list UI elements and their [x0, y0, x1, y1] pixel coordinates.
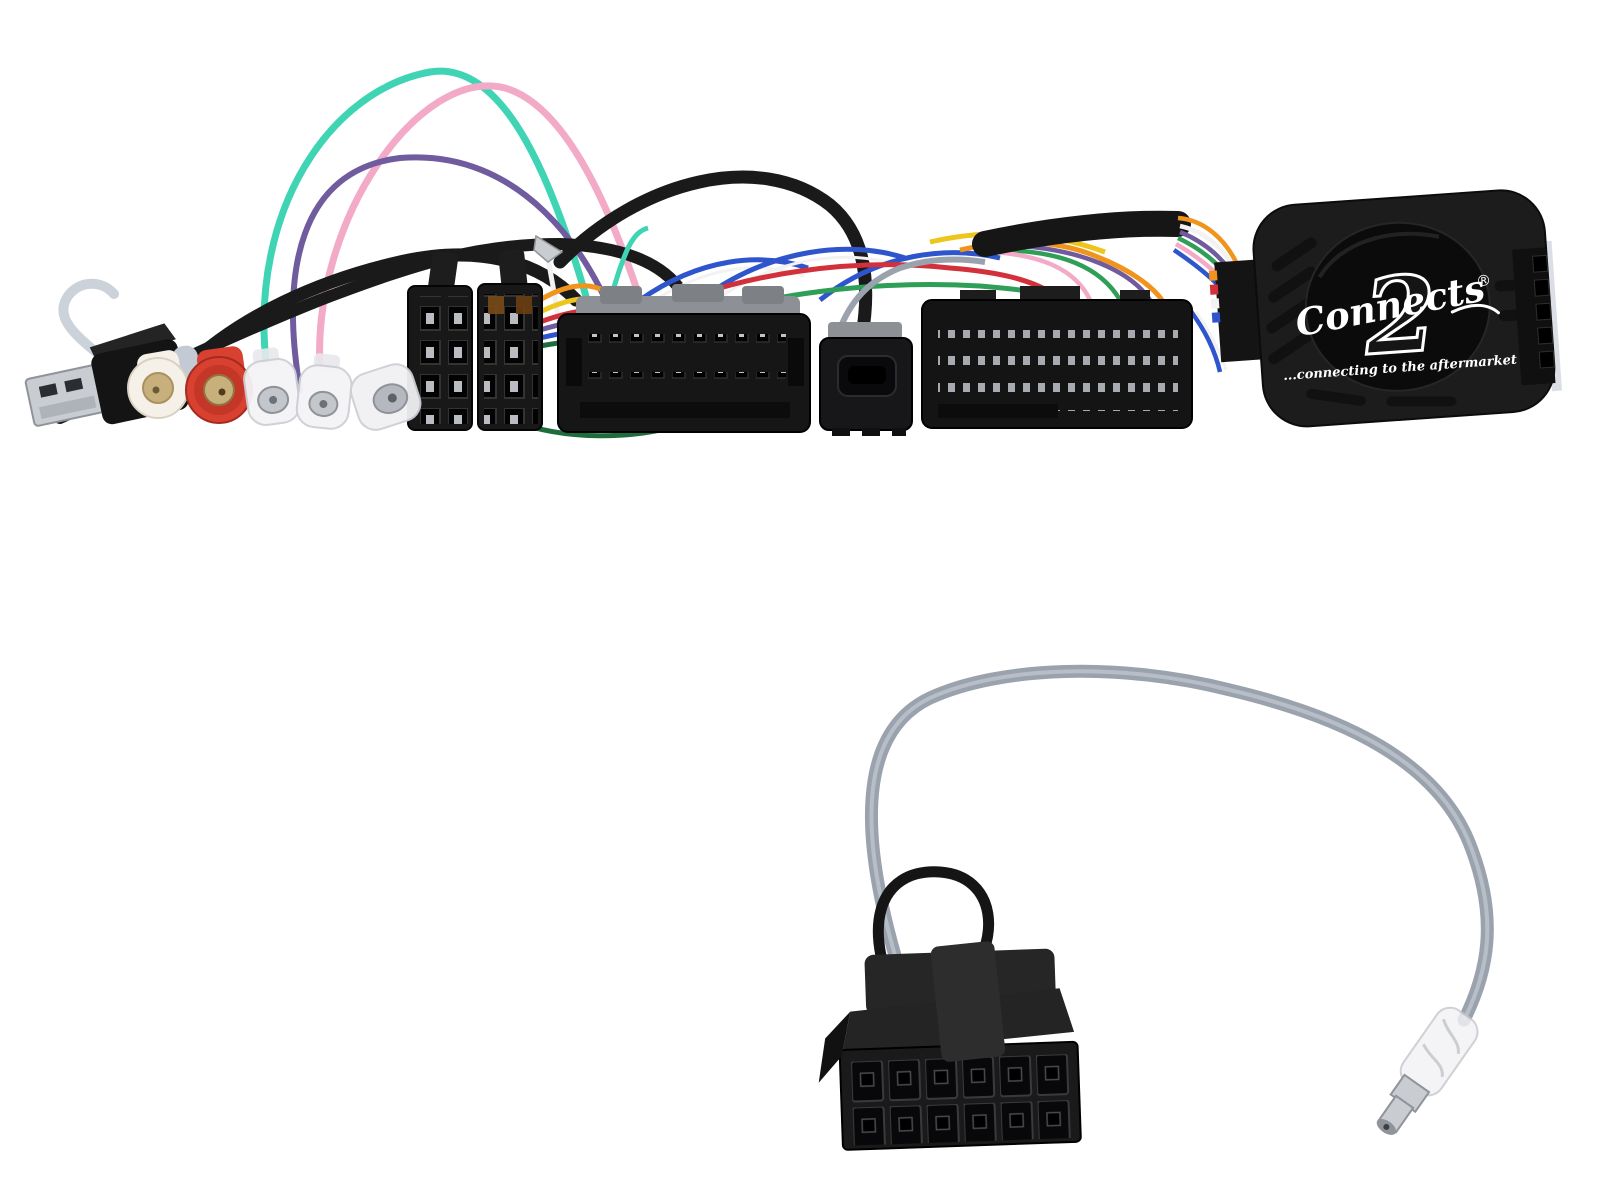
wire-pink-to-tape: [994, 249, 1093, 301]
shrink-mottle: [1422, 1018, 1460, 1078]
wire-blue-twist-2: [698, 246, 906, 303]
usb-contact-2: [64, 377, 84, 393]
bullet3-pinhole: [387, 393, 397, 403]
wire-blue-drop: [1188, 308, 1223, 373]
iso2-pins: [484, 294, 538, 424]
wire-purple-arc: [290, 154, 623, 393]
stub-wire-white: [1210, 298, 1220, 309]
main-connector-2: [921, 286, 1193, 429]
iso2-orange-pin: [488, 296, 504, 314]
bare-wire-jack: [1376, 1006, 1479, 1135]
small-conn-foot-2: [862, 428, 880, 436]
pin-slot-1: [1532, 254, 1549, 273]
steering-wheel-interface-harness: 2 Connects ® ...connecting to the afterm…: [24, 67, 1563, 439]
patch-lead: [818, 664, 1494, 1151]
box-groove-4: [1268, 329, 1315, 365]
wire-pink-arc: [316, 82, 654, 372]
box-logo-dome: [1304, 221, 1491, 392]
wire-grey-pair: [835, 256, 986, 335]
usb-strain-loop: [58, 278, 119, 357]
pin-slot-5: [1538, 350, 1555, 369]
molex-latch-strap: [930, 941, 1006, 1062]
conn1-slot-row-2: [586, 372, 786, 394]
logo-swoosh: [1450, 303, 1500, 315]
conn1-tab-2: [672, 284, 724, 302]
box-groove-3: [1266, 296, 1317, 334]
main-connector-1: [557, 284, 811, 433]
conn1-ledge: [580, 402, 790, 418]
usb-contact-1: [38, 383, 58, 398]
iso-connector-2: [477, 249, 543, 431]
stub-wire-red: [1209, 284, 1219, 295]
molex-side-face: [818, 1011, 851, 1083]
pin-slot-3: [1535, 302, 1552, 321]
bullet-terminal-3: [349, 363, 422, 431]
wire-white-twist-2: [707, 255, 901, 308]
small-connector: [819, 322, 913, 436]
black-cable-usb: [179, 248, 583, 375]
conn2-ledge: [938, 404, 1058, 418]
wire-teal-arc: [260, 67, 600, 366]
pin-slot-4: [1537, 326, 1554, 345]
small-conn-slot: [848, 366, 886, 384]
patch-cable-sheen: [869, 669, 1490, 1021]
box-groove-2: [1268, 266, 1317, 303]
tape-wrap: [972, 210, 1191, 257]
conn1-side-slot-right: [788, 338, 804, 386]
bullet-terminal-2: [295, 353, 353, 430]
conn1-slot-row-1: [586, 334, 786, 356]
pin-slot-2: [1533, 278, 1550, 297]
small-conn-foot-1: [832, 428, 850, 436]
logo-registered-icon: ®: [1476, 271, 1492, 290]
box-inlet-bundle: [972, 210, 1248, 373]
jack-tip-hole: [1383, 1123, 1390, 1130]
stub-wire-orange: [1208, 270, 1218, 281]
stub-wire-blue: [1211, 312, 1221, 323]
connects2-interface-box: 2 Connects ® ...connecting to the afterm…: [1208, 189, 1563, 428]
box-right-pin-block: [1512, 247, 1556, 386]
iso1-pins: [414, 296, 468, 424]
rca-plug-red: [185, 346, 253, 424]
box-groove-8: [1386, 396, 1457, 407]
crimp-terminal-flag: [533, 234, 564, 263]
twelve-pin-connector: [818, 941, 1082, 1151]
molex-sockets: [847, 1049, 1073, 1146]
iso2-latch: [498, 249, 528, 293]
rca-red-center: [203, 374, 235, 406]
wire-green-to-tape: [1004, 247, 1122, 302]
small-conn-foot-3: [892, 428, 906, 436]
conn1-side-slot-left: [566, 338, 582, 386]
box-groove-1: [1271, 237, 1317, 272]
iso-connector-1: [407, 251, 473, 431]
iso2-orange-pin-2: [516, 296, 532, 314]
conn1-tab-1: [600, 286, 642, 304]
conn2-notch-2: [1020, 286, 1080, 302]
wire-white-drop: [1194, 311, 1228, 371]
bullet2-pinhole: [319, 399, 328, 408]
conn2-pin-field: [938, 330, 1178, 411]
logo-numeral: 2: [1359, 251, 1441, 379]
iso1-latch: [427, 251, 459, 295]
box-groove-7: [1306, 388, 1366, 406]
usb-shell-shade: [39, 395, 97, 419]
wire-orange-to-box: [1177, 215, 1239, 264]
rca-plug-white: [127, 350, 189, 419]
rca-white-pinhole: [152, 386, 160, 394]
dome-highlight: [1317, 231, 1440, 279]
bullet-terminal-1: [243, 347, 301, 426]
bullet1-pinhole: [269, 395, 278, 404]
conn1-tab-3: [742, 286, 784, 304]
rca-red-pinhole: [218, 388, 226, 396]
